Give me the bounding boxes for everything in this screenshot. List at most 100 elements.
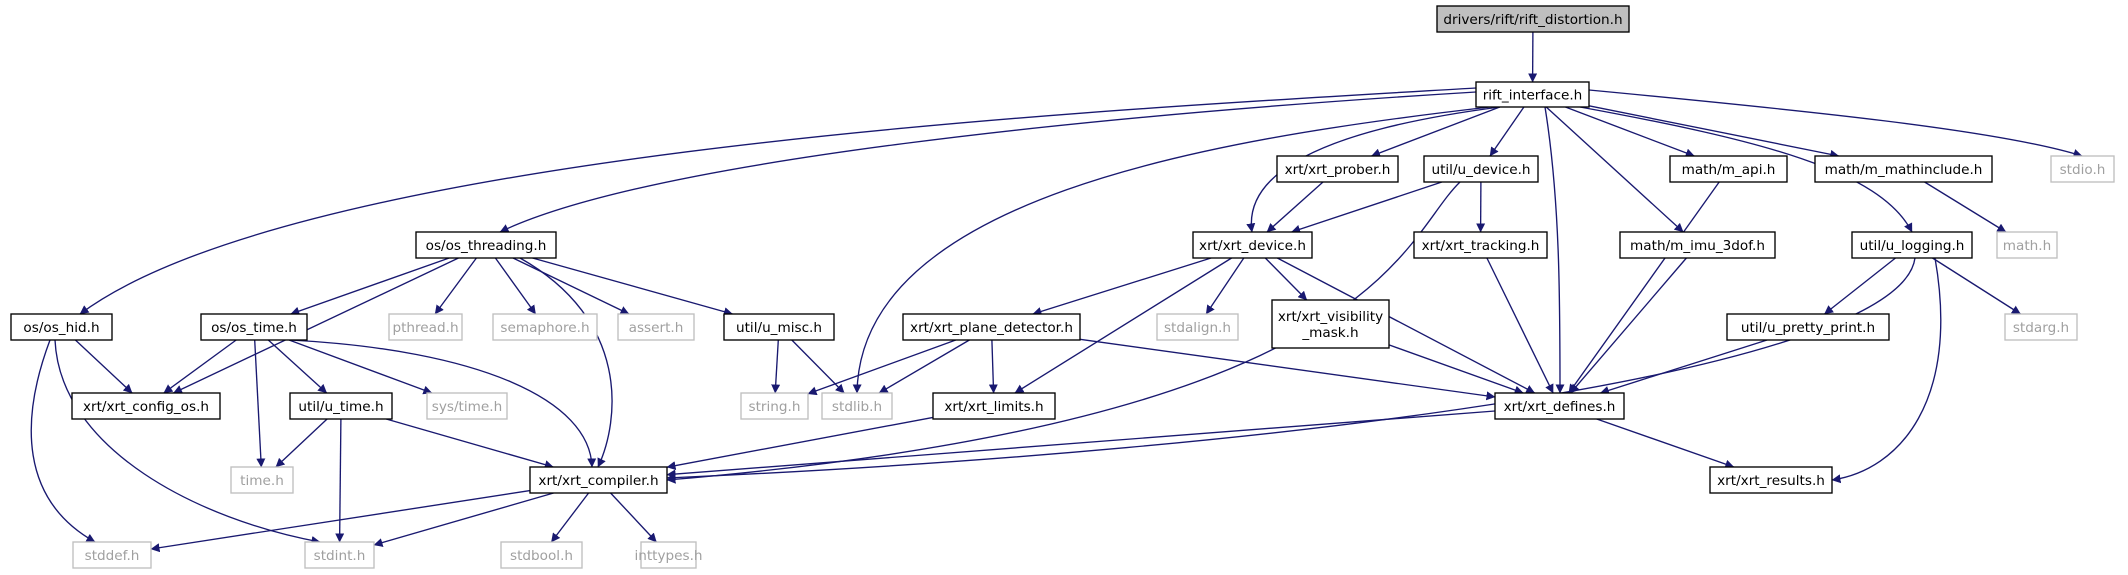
- node-label: stdbool.h: [510, 548, 573, 564]
- edge-xrt_compiler-to-stdint: [373, 492, 554, 547]
- node-label: stdio.h: [2060, 162, 2106, 178]
- node-box: [932, 392, 1056, 420]
- edge-rift_interface-to-stdlib: [852, 106, 1491, 394]
- edge-rift_interface-to-xrt_device: [1246, 106, 1501, 233]
- node-box: [1423, 155, 1539, 183]
- node-box: [415, 231, 557, 259]
- edge-u_misc-to-stdlib: [791, 339, 845, 394]
- edge-rift_interface-to-os_threading: [499, 91, 1477, 233]
- node-label: stdint.h: [314, 548, 366, 564]
- edge-rift_interface-to-xrt_defines: [1544, 106, 1565, 394]
- node-box: [740, 392, 809, 420]
- edge-u_logging-to-u_pretty_print: [1824, 257, 1896, 315]
- node-m-api[interactable]: math/m_api.h: [1669, 155, 1788, 183]
- node-label: xrt/xrt_compiler.h: [538, 473, 658, 489]
- edge-xrt_visibility_mask-to-xrt_defines: [1388, 344, 1524, 395]
- node-box: [640, 541, 697, 569]
- edge-xrt_plane_detector-to-stdlib: [878, 339, 970, 394]
- node-xrt-defines[interactable]: xrt/xrt_defines.h: [1494, 392, 1625, 420]
- edge-xrt_plane_detector-to-string: [807, 339, 957, 396]
- node-box: [1996, 231, 2058, 259]
- node-stdbool: stdbool.h: [500, 541, 583, 569]
- edge-u_logging-to-stdarg: [1932, 257, 2021, 315]
- node-box: [1413, 231, 1548, 259]
- node-label: util/u_misc.h: [736, 320, 822, 336]
- edge-rift_interface-to-m_api: [1565, 106, 1695, 158]
- edge-xrt_compiler-to-stdbool: [550, 492, 590, 543]
- node-label: xrt/xrt_device.h: [1199, 238, 1306, 254]
- node-label: xrt/xrt_defines.h: [1504, 399, 1616, 415]
- node-label: util/u_pretty_print.h: [1741, 320, 1875, 336]
- node-root: drivers/rift/rift_distortion.h: [1436, 5, 1630, 33]
- node-m-mathinclude[interactable]: math/m_mathinclude.h: [1814, 155, 1993, 183]
- node-box: [1475, 81, 1590, 108]
- node-label: math.h: [2003, 238, 2051, 254]
- node-xrt-config-os[interactable]: xrt/xrt_config_os.h: [71, 392, 221, 420]
- node-stdio: stdio.h: [2050, 155, 2115, 183]
- edge-rift_interface-to-xrt_prober: [1371, 106, 1501, 158]
- node-u-logging[interactable]: util/u_logging.h: [1851, 231, 1973, 259]
- node-box: [1814, 155, 1993, 183]
- node-label: util/u_device.h: [1431, 162, 1530, 178]
- node-assert: assert.h: [617, 313, 695, 341]
- edge-rift_interface-to-u_device: [1489, 106, 1525, 157]
- node-os-time[interactable]: os/os_time.h: [200, 313, 308, 341]
- edge-os_threading-to-assert: [512, 257, 630, 315]
- node-box: [500, 541, 583, 569]
- node-label: os/os_threading.h: [426, 238, 547, 254]
- node-u-misc[interactable]: util/u_misc.h: [723, 313, 835, 341]
- node-label: math/m_api.h: [1682, 162, 1776, 178]
- node-xrt-compiler[interactable]: xrt/xrt_compiler.h: [529, 466, 668, 494]
- node-stdalign: stdalign.h: [1156, 313, 1239, 341]
- edge-os_threading-to-pthread: [434, 257, 477, 315]
- node-box: [289, 392, 393, 420]
- node-m-imu-3dof[interactable]: math/m_imu_3dof.h: [1619, 231, 1776, 259]
- node-label: stdalign.h: [1164, 320, 1231, 336]
- node-box: [71, 392, 221, 420]
- edge-u_time-to-time: [275, 418, 328, 468]
- edge-os_time-to-u_time: [267, 339, 328, 394]
- edge-u_logging-to-xrt_results: [1831, 257, 1942, 484]
- node-xrt-prober[interactable]: xrt/xrt_prober.h: [1276, 155, 1399, 183]
- node-rift-interface[interactable]: rift_interface.h: [1475, 81, 1590, 108]
- edge-u_time-to-stdint: [335, 418, 345, 543]
- node-xrt-results[interactable]: xrt/xrt_results.h: [1709, 466, 1833, 494]
- edge-xrt_device-to-xrt_defines: [1276, 257, 1536, 394]
- node-sys-time: sys/time.h: [426, 392, 508, 420]
- node-u-device[interactable]: util/u_device.h: [1423, 155, 1539, 183]
- edge-xrt_defines-to-xrt_results: [1596, 418, 1735, 469]
- node-xrt-plane-detector[interactable]: xrt/xrt_plane_detector.h: [902, 313, 1081, 341]
- node-u-time[interactable]: util/u_time.h: [289, 392, 393, 420]
- edge-os_hid-to-stddef: [30, 339, 96, 543]
- edge-u_time-to-xrt_compiler: [386, 418, 554, 469]
- node-xrt-device[interactable]: xrt/xrt_device.h: [1192, 231, 1313, 259]
- node-label: xrt/xrt_plane_detector.h: [910, 320, 1073, 336]
- edge-xrt_compiler-to-inttypes: [610, 492, 657, 543]
- node-box: [1271, 299, 1390, 349]
- edge-xrt_tracking-to-xrt_defines: [1486, 257, 1554, 394]
- node-os-threading[interactable]: os/os_threading.h: [415, 231, 557, 259]
- node-label: semaphore.h: [500, 320, 589, 336]
- edge-os_threading-to-semaphore: [494, 257, 537, 315]
- edge-xrt_limits-to-xrt_compiler: [666, 416, 934, 471]
- node-label: os/os_hid.h: [23, 320, 99, 336]
- edge-m_imu_3dof-to-xrt_defines: [1570, 257, 1687, 394]
- node-box: [492, 313, 598, 341]
- node-xrt-visibility-mask[interactable]: xrt/xrt_visibility_mask.h: [1271, 299, 1390, 349]
- node-label: xrt/xrt_prober.h: [1285, 162, 1391, 178]
- node-os-hid[interactable]: os/os_hid.h: [10, 313, 113, 341]
- node-label: inttypes.h: [634, 548, 702, 564]
- node-label: sys/time.h: [432, 399, 502, 415]
- node-xrt-tracking[interactable]: xrt/xrt_tracking.h: [1413, 231, 1548, 259]
- edge-xrt_defines-to-xrt_compiler: [666, 410, 1496, 479]
- edges-layer: [30, 31, 2083, 553]
- edge-os_threading-to-u_misc: [532, 257, 733, 317]
- node-box: [2004, 313, 2078, 341]
- node-u-pretty-print[interactable]: util/u_pretty_print.h: [1726, 313, 1890, 341]
- edge-rift_interface-to-u_logging: [1579, 106, 1913, 233]
- node-xrt-limits[interactable]: xrt/xrt_limits.h: [932, 392, 1056, 420]
- node-box: [1669, 155, 1788, 183]
- edge-os_time-to-xrt_compiler: [289, 339, 597, 468]
- node-box: [1192, 231, 1313, 259]
